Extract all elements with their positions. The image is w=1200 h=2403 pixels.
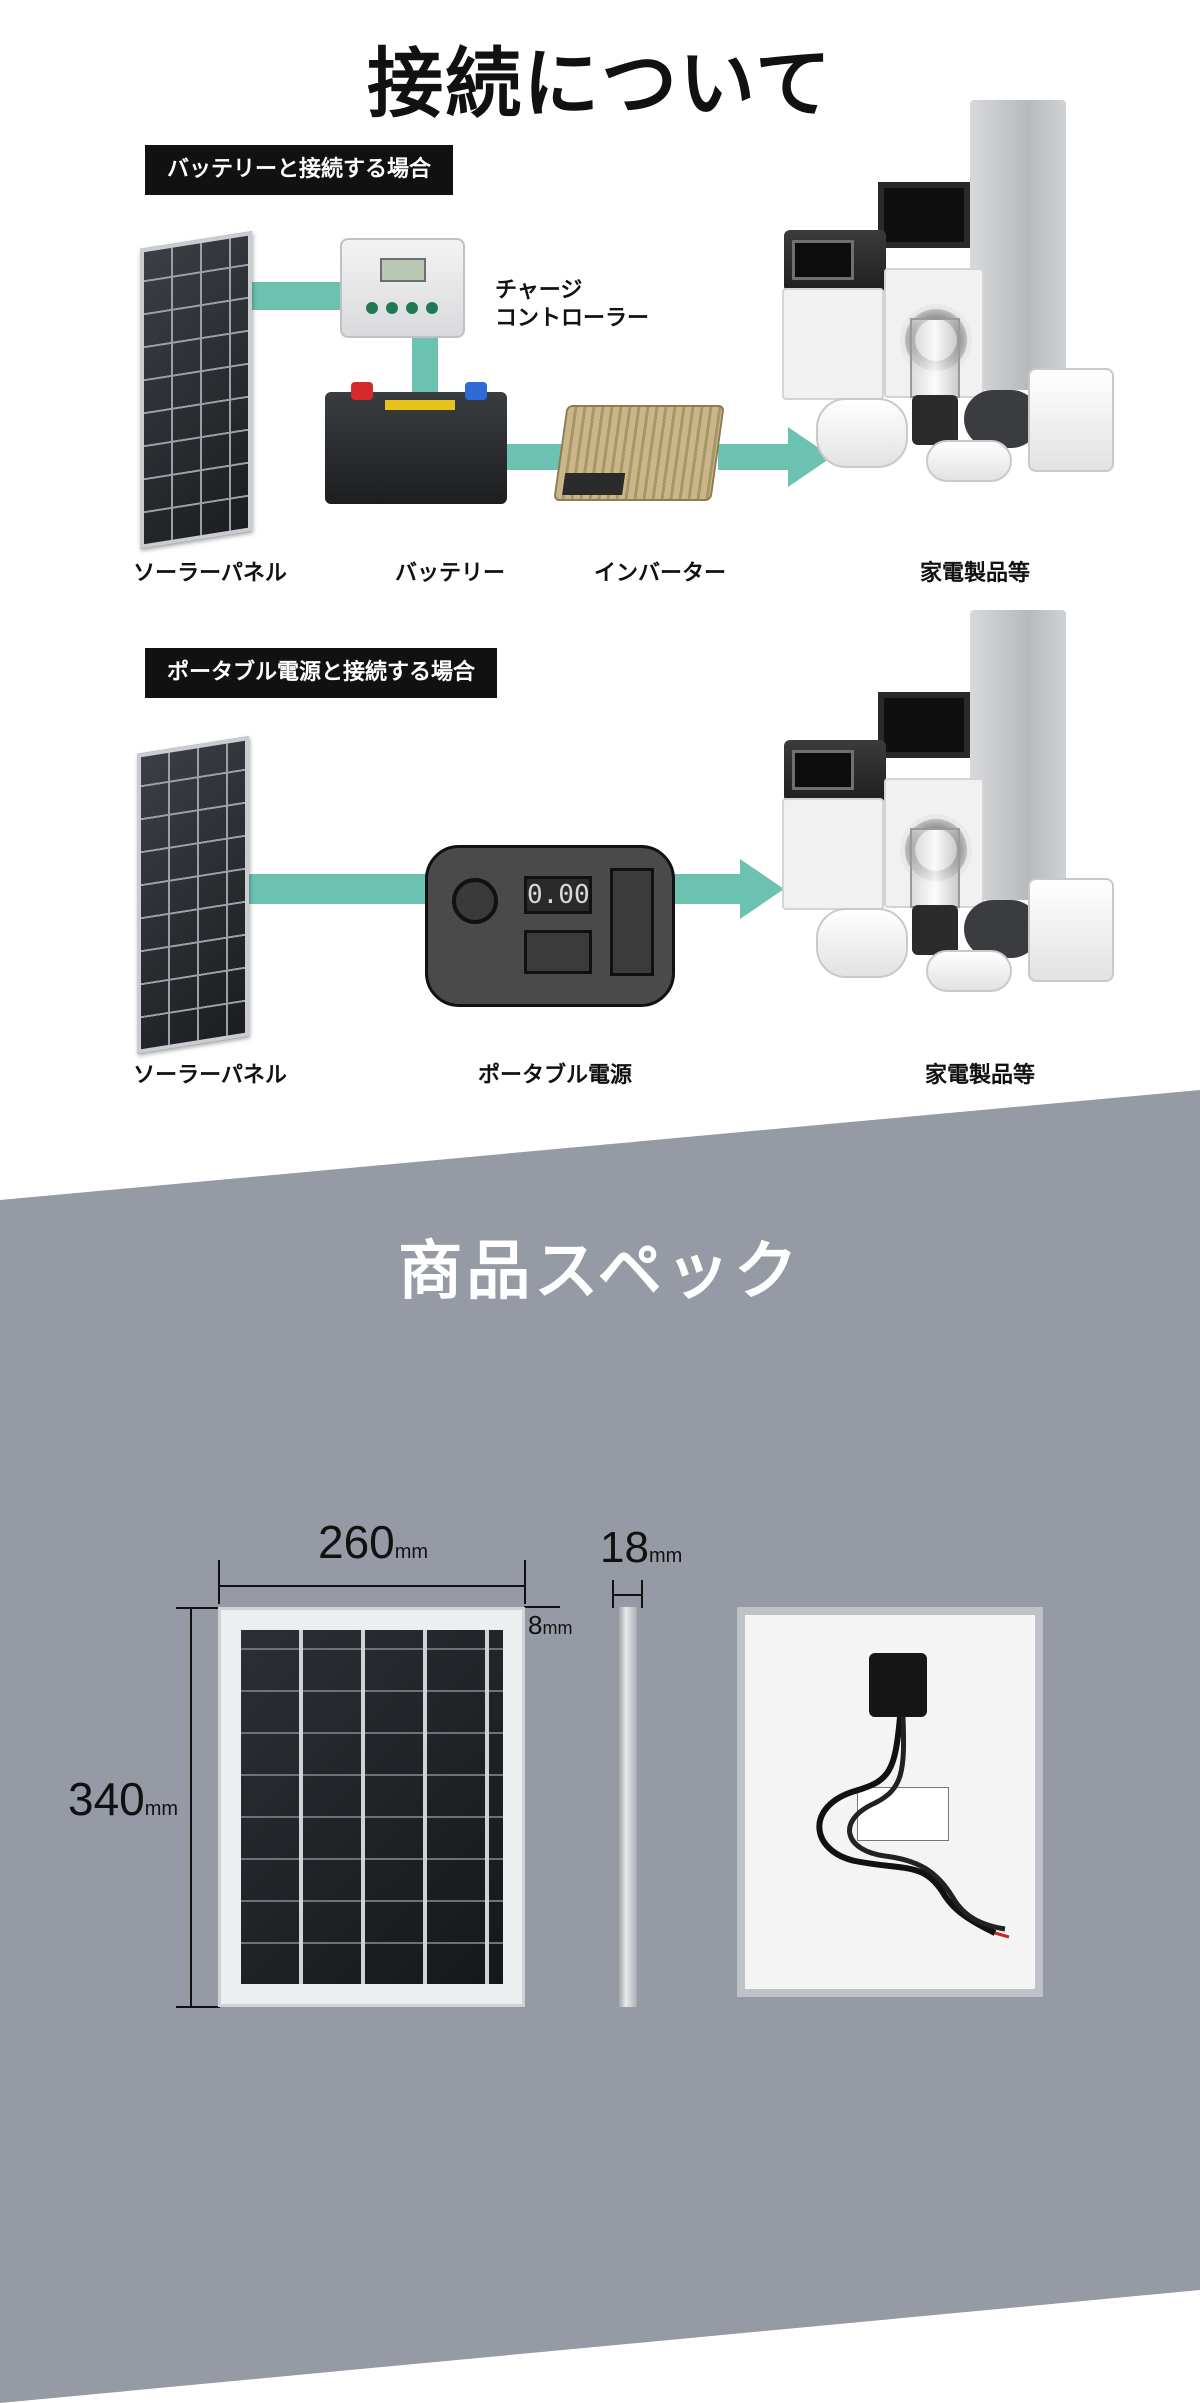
battery-image bbox=[325, 382, 507, 504]
appliances-image bbox=[780, 610, 1120, 1000]
solar-panel-front-image bbox=[218, 1607, 525, 2007]
junction-box bbox=[869, 1653, 927, 1717]
station-caption: ポータブル電源 bbox=[477, 1063, 632, 1088]
monitor bbox=[878, 692, 970, 758]
toaster-oven bbox=[784, 740, 886, 802]
thickness-dimension-label: 18mm bbox=[600, 1523, 683, 1572]
blender bbox=[910, 318, 960, 398]
portable-section-label: ポータブル電源と接続する場合 bbox=[145, 648, 498, 698]
cable-icon bbox=[816, 1716, 1010, 1939]
inverter-caption: インバーター bbox=[593, 561, 726, 586]
blender bbox=[910, 828, 960, 908]
refrigerator bbox=[970, 100, 1066, 390]
station-lcd: 0.00 bbox=[524, 876, 592, 914]
usb-ports bbox=[524, 930, 592, 974]
controller-button bbox=[366, 302, 378, 314]
width-dimension-line bbox=[218, 1585, 525, 1587]
frame-dimension-label: 8mm bbox=[528, 1610, 573, 1640]
controller-button bbox=[386, 302, 398, 314]
solar-panel-image bbox=[140, 231, 252, 549]
controller-caption-line2: コントローラー bbox=[495, 306, 650, 331]
appliances-image bbox=[780, 100, 1120, 490]
portable-power-station-image: 0.00 bbox=[425, 795, 675, 1010]
solar-panel-image bbox=[137, 736, 249, 1054]
battery-caption: バッテリー bbox=[394, 561, 505, 586]
controller-button bbox=[406, 302, 418, 314]
hot-plate bbox=[926, 950, 1012, 992]
coffee-maker bbox=[1028, 878, 1114, 982]
rice-cooker bbox=[964, 900, 1040, 958]
appliances-caption: 家電製品等 bbox=[919, 561, 1030, 586]
spec-title: 商品スペック bbox=[398, 1235, 802, 1309]
controller-caption-line1: チャージ bbox=[495, 278, 583, 303]
charge-controller-image bbox=[340, 238, 465, 338]
rice-cooker bbox=[964, 390, 1040, 448]
ac-outlets bbox=[610, 868, 654, 976]
positive-terminal-icon bbox=[351, 382, 373, 400]
toaster bbox=[816, 908, 908, 978]
panel-side-image bbox=[617, 1607, 637, 2007]
connector-panel-station bbox=[240, 874, 440, 904]
page-title: 接続について bbox=[367, 39, 833, 128]
coffee-maker bbox=[1028, 368, 1114, 472]
width-dimension-label: 260mm bbox=[318, 1516, 429, 1568]
inverter-image bbox=[553, 405, 725, 501]
negative-terminal-icon bbox=[465, 382, 487, 400]
solar-panel-back-image bbox=[737, 1607, 1043, 1997]
panel-caption: ソーラーパネル bbox=[133, 1063, 287, 1088]
battery-section-label: バッテリーと接続する場合 bbox=[145, 145, 454, 195]
height-dimension-label: 340mm bbox=[68, 1773, 179, 1825]
washing-machine-left bbox=[782, 798, 884, 910]
height-dimension-line bbox=[190, 1607, 192, 2007]
appliances-caption: 家電製品等 bbox=[924, 1063, 1035, 1088]
panel-caption: ソーラーパネル bbox=[133, 561, 287, 586]
controller-screen bbox=[380, 258, 426, 282]
hot-plate bbox=[926, 440, 1012, 482]
power-button-icon bbox=[452, 878, 498, 924]
refrigerator bbox=[970, 610, 1066, 900]
arrow-right-icon bbox=[740, 859, 784, 919]
monitor bbox=[878, 182, 970, 248]
toaster-oven bbox=[784, 230, 886, 292]
station-body: 0.00 bbox=[425, 845, 675, 1007]
connector-battery-inverter bbox=[505, 444, 565, 470]
washing-machine-left bbox=[782, 288, 884, 400]
controller-button bbox=[426, 302, 438, 314]
solar-cells bbox=[241, 1630, 503, 1984]
toaster bbox=[816, 398, 908, 468]
connector-inverter-appliances bbox=[718, 444, 790, 470]
connector-panel-controller bbox=[245, 282, 345, 310]
